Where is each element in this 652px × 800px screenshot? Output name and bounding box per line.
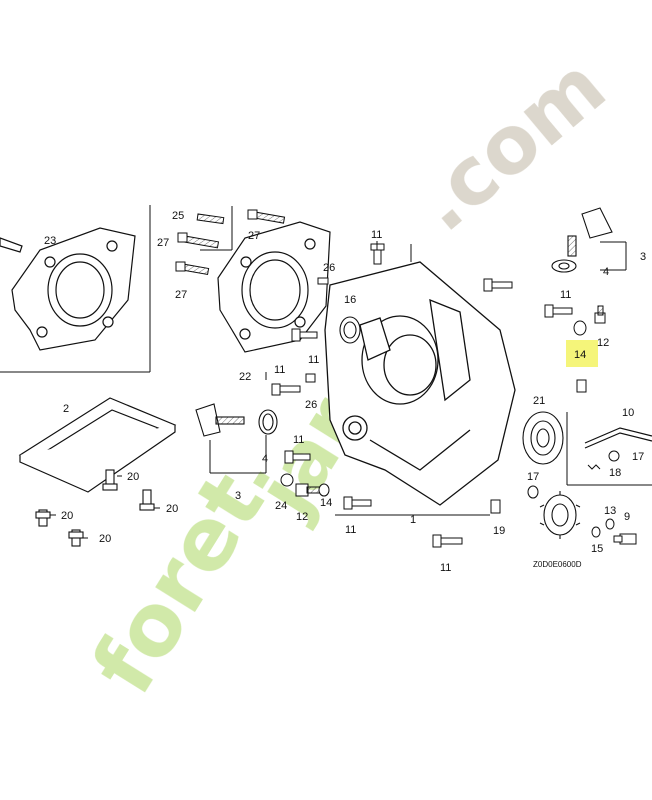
bolt-11-f[interactable] (343, 496, 372, 510)
label-27c[interactable]: 27 (248, 230, 260, 242)
label-16[interactable]: 16 (344, 294, 356, 306)
label-22[interactable]: 22 (239, 371, 251, 383)
label-27a[interactable]: 27 (157, 237, 169, 249)
part-9-shaft[interactable] (613, 533, 637, 545)
label-14b[interactable]: 14 (320, 497, 332, 509)
part-16-seal[interactable] (339, 316, 361, 344)
label-11g[interactable]: 11 (440, 562, 451, 574)
watermark-text-foret: foret (73, 456, 284, 711)
label-10[interactable]: 10 (622, 407, 634, 419)
bolt-11-d[interactable] (483, 278, 513, 292)
label-4b[interactable]: 4 (603, 266, 609, 278)
label-19b[interactable]: 19 (493, 525, 505, 537)
label-11c[interactable]: 11 (274, 364, 285, 376)
stud-27-a[interactable] (177, 232, 220, 249)
bolt-12-b[interactable] (295, 483, 322, 497)
label-17a[interactable]: 17 (632, 451, 644, 463)
part-4-washer[interactable] (551, 259, 577, 273)
label-11d[interactable]: 11 (293, 434, 304, 446)
part-8-gear[interactable] (539, 491, 581, 539)
label-11f[interactable]: 11 (345, 524, 356, 536)
label-11e[interactable]: 11 (560, 289, 571, 301)
label-12b[interactable]: 12 (296, 511, 308, 523)
part-3-oil-cap[interactable] (567, 207, 613, 257)
label-27b[interactable]: 27 (175, 289, 187, 301)
washer-14-b[interactable] (318, 483, 330, 497)
label-15[interactable]: 15 (591, 543, 603, 555)
part-18-spring[interactable] (587, 464, 601, 470)
highlight-box-part-14[interactable] (566, 340, 598, 367)
part-23-flange[interactable] (11, 227, 136, 351)
label-14[interactable]: 14 (574, 349, 586, 361)
stud-25[interactable] (196, 213, 225, 225)
part-4-o-ring[interactable] (258, 409, 278, 435)
pin-26-b[interactable] (305, 373, 316, 383)
label-2[interactable]: 2 (63, 403, 69, 415)
label-26b[interactable]: 26 (305, 399, 317, 411)
part-1-crankcase[interactable] (324, 261, 516, 506)
label-1[interactable]: 1 (410, 514, 416, 526)
label-20b[interactable]: 20 (166, 503, 178, 515)
label-17b[interactable]: 17 (527, 471, 539, 483)
label-25[interactable]: 25 (172, 210, 184, 222)
bolt-11-h[interactable] (284, 450, 311, 464)
pin-26-a[interactable] (317, 277, 329, 285)
bolt-12-a[interactable] (594, 305, 606, 324)
label-4a[interactable]: 4 (262, 453, 268, 465)
part-22-flange[interactable] (217, 221, 331, 353)
stud-27-b[interactable] (175, 261, 210, 276)
label-26a[interactable]: 26 (323, 262, 335, 274)
callout-labels: 23 2 20 20 20 20 25 27 27 27 22 26 26 11… (44, 210, 646, 574)
part-3-dipstick-cap[interactable] (195, 403, 245, 437)
label-13[interactable]: 13 (604, 505, 616, 517)
label-21[interactable]: 21 (533, 395, 545, 407)
part-stud-left (0, 237, 23, 253)
bolt-11-g[interactable] (432, 534, 463, 548)
label-20d[interactable]: 20 (99, 533, 111, 545)
bolt-11-b[interactable] (291, 328, 318, 342)
label-20c[interactable]: 20 (61, 510, 73, 522)
label-23[interactable]: 23 (44, 235, 56, 247)
bolt-20-d[interactable] (68, 529, 84, 547)
label-18[interactable]: 18 (609, 467, 621, 479)
bolt-20-b[interactable] (139, 489, 155, 511)
washer-14-a[interactable] (573, 320, 587, 336)
label-3b[interactable]: 3 (640, 251, 646, 263)
washer-24[interactable] (280, 473, 294, 487)
part-2-plate[interactable] (18, 397, 177, 493)
label-11a[interactable]: 11 (371, 229, 382, 241)
label-12a[interactable]: 12 (597, 337, 609, 349)
part-13-washer[interactable] (605, 518, 615, 530)
label-20a[interactable]: 20 (127, 471, 139, 483)
part-17-washer-b[interactable] (527, 485, 539, 499)
diagram-code: Z0D0E0600D (533, 560, 582, 569)
pin-19-b[interactable] (490, 499, 501, 514)
label-9[interactable]: 9 (624, 511, 630, 523)
part-15-pin[interactable] (591, 526, 601, 538)
label-11b[interactable]: 11 (308, 354, 319, 366)
label-3a[interactable]: 3 (235, 490, 241, 502)
label-24[interactable]: 24 (275, 500, 287, 512)
part-21-bearing[interactable] (522, 411, 564, 465)
stud-27-c[interactable] (247, 209, 286, 224)
bolt-20-a[interactable] (102, 469, 118, 491)
part-10-governor-arm[interactable] (584, 427, 652, 449)
bolt-11-c[interactable] (271, 383, 301, 396)
part-17-nut[interactable] (608, 450, 620, 462)
pin-19-a[interactable] (576, 379, 587, 393)
bolt-11-e[interactable] (544, 304, 573, 318)
bolt-20-c[interactable] (35, 509, 51, 527)
